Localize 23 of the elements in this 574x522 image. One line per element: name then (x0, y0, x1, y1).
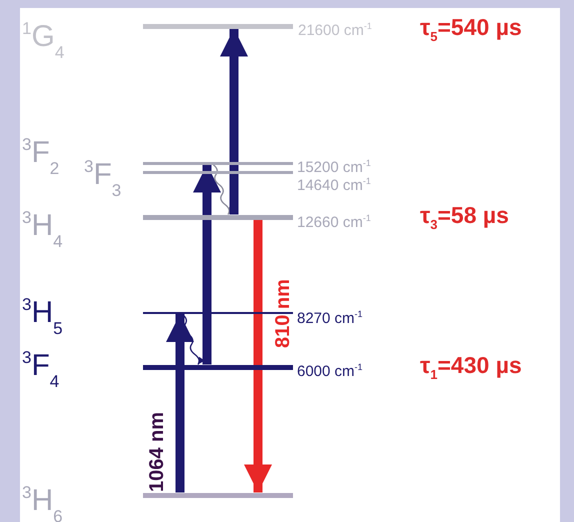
term-symbol: $^{3}$F$_{2}$ (22, 134, 60, 180)
relaxation-arrow (182, 314, 205, 365)
energy-value: 8270 cm$^{-1}$ (297, 308, 363, 327)
transition-arrow (166, 314, 194, 492)
wavelength-label: 1064 nm (146, 412, 168, 492)
lifetime-label: τ$_{3}$=58 µs (420, 202, 509, 234)
term-symbol: $^{3}$F$_{4}$ (22, 347, 60, 393)
energy-value: 14640 cm$^{-1}$ (297, 175, 371, 194)
term-symbol: $^{3}$H$_{4}$ (22, 207, 63, 253)
energy-value: 6000 cm$^{-1}$ (297, 361, 363, 380)
term-symbol: $^{1}$G$_{4}$ (22, 18, 64, 64)
wavelength-label: 810 nm (272, 279, 294, 348)
transition-arrow (220, 28, 248, 214)
energy-value: 15200 cm$^{-1}$ (297, 157, 371, 176)
term-symbol: $^{3}$F$_{3}$ (84, 156, 122, 202)
term-symbol: $^{3}$H$_{5}$ (22, 294, 63, 340)
lifetime-label: τ$_{5}$=540 µs (420, 14, 522, 46)
transition-arrow (193, 164, 221, 364)
energy-value: 21600 cm$^{-1}$ (298, 20, 372, 39)
energy-value: 12660 cm$^{-1}$ (297, 212, 371, 231)
transition-arrow (244, 220, 272, 492)
term-symbol: $^{3}$H$_{6}$ (22, 482, 63, 522)
lifetime-label: τ$_{1}$=430 µs (420, 352, 522, 384)
